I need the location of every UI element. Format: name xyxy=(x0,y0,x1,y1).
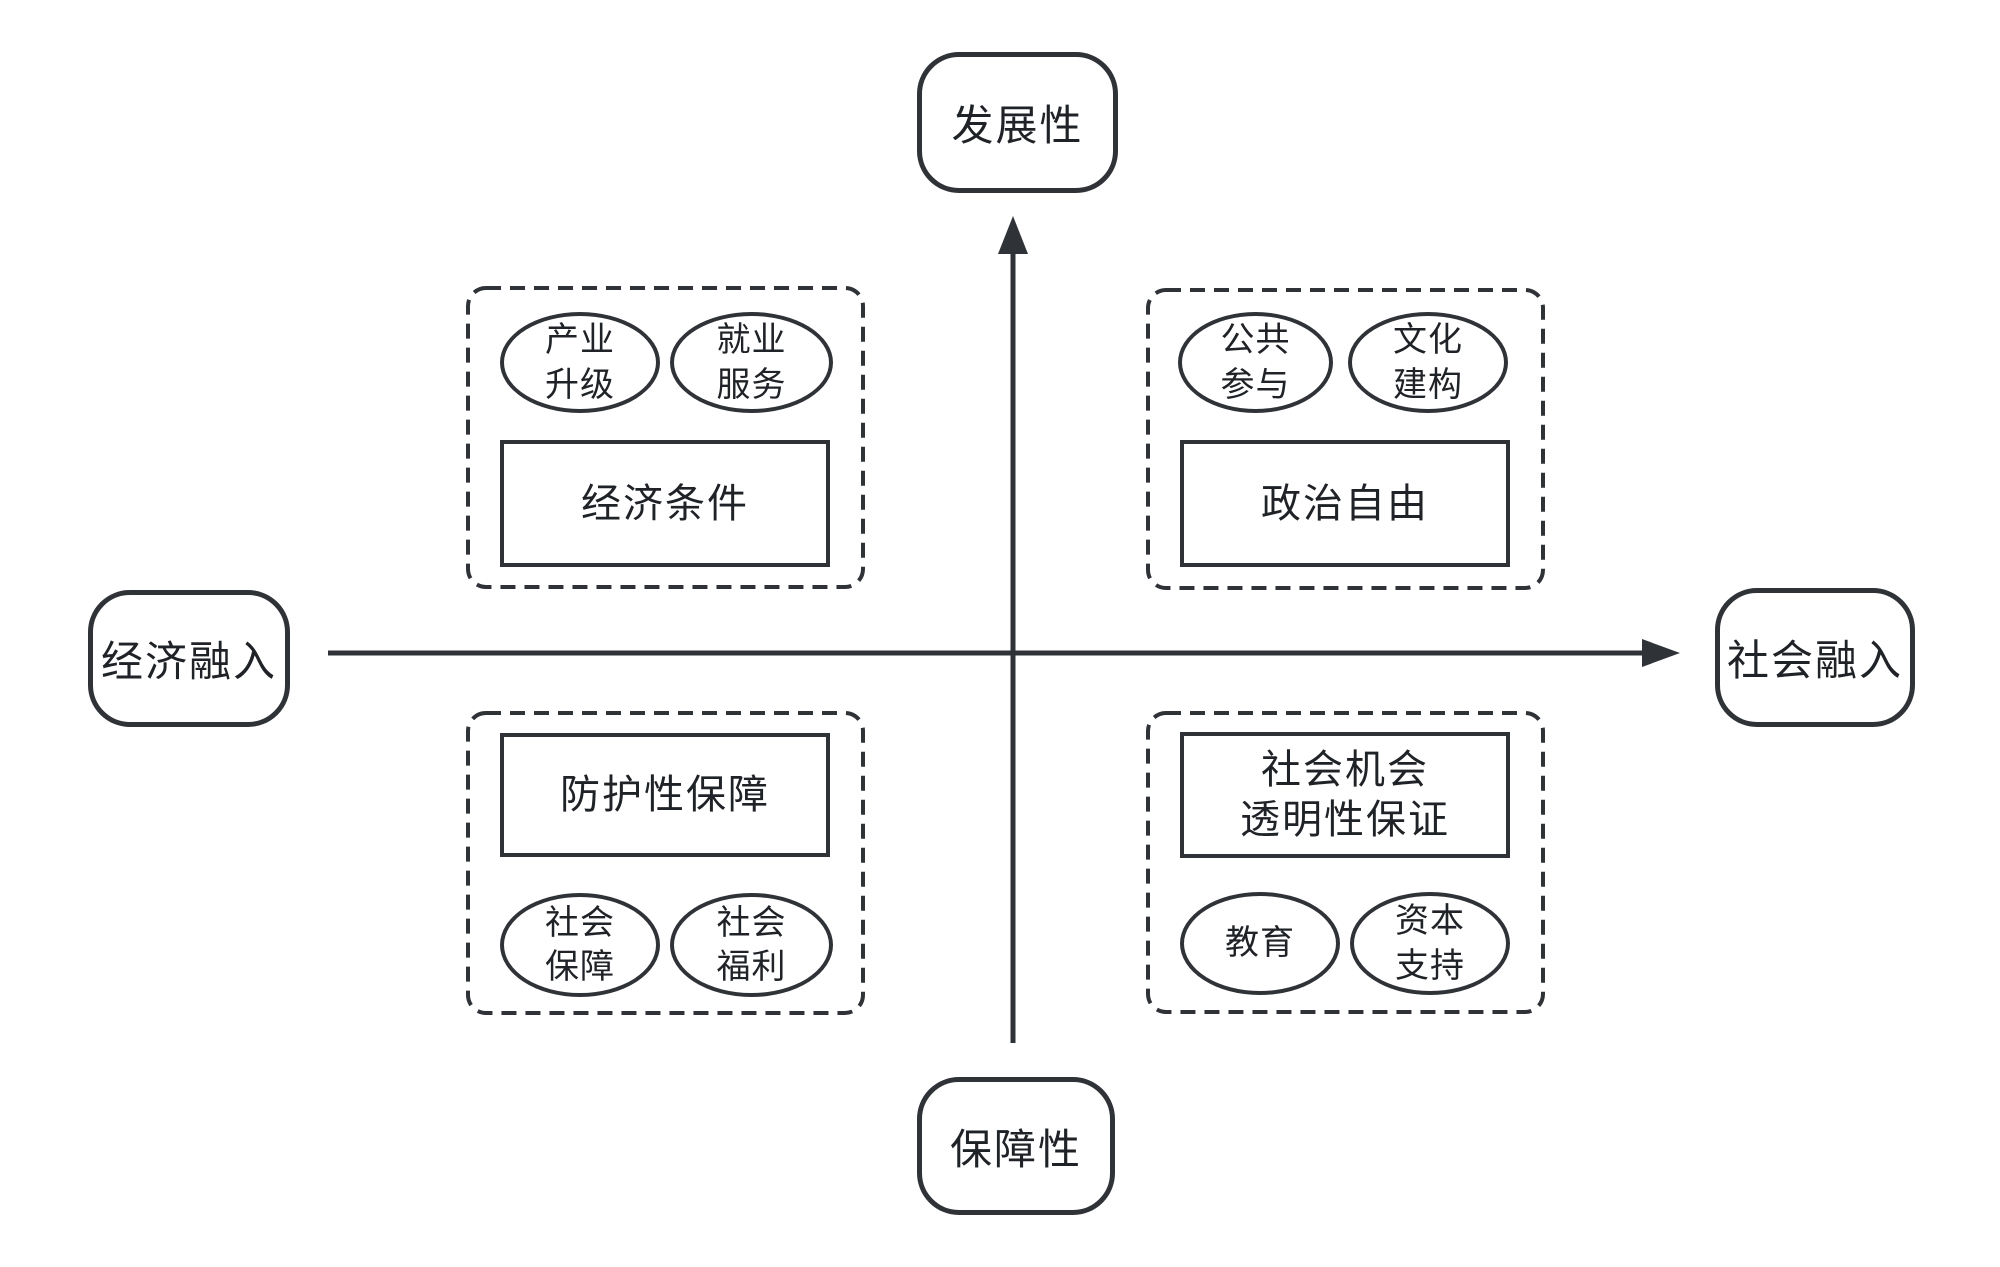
ellipse-education: 教育 xyxy=(1180,892,1340,995)
axis-label-social-integration: 社会融入 xyxy=(1715,588,1915,727)
axis-label-economic-integration: 经济融入 xyxy=(88,590,290,727)
box-protective-security: 防护性保障 xyxy=(500,733,830,857)
quadrant-frame-top-left xyxy=(466,286,865,589)
ellipse-social-welfare: 社会 福利 xyxy=(670,893,833,997)
axis-label-security: 保障性 xyxy=(917,1077,1115,1215)
ellipse-capital-support: 资本 支持 xyxy=(1350,892,1510,995)
ellipse-social-security: 社会 保障 xyxy=(500,893,660,997)
box-economic-conditions: 经济条件 xyxy=(500,440,830,567)
up-arrow-icon xyxy=(998,216,1028,254)
quadrant-frame-bottom-left xyxy=(466,711,865,1015)
ellipse-employment-service: 就业 服务 xyxy=(670,312,833,413)
box-social-opportunity-transparency: 社会机会 透明性保证 xyxy=(1180,732,1510,858)
ellipse-industry-upgrade: 产业 升级 xyxy=(500,312,660,413)
box-political-freedom: 政治自由 xyxy=(1180,440,1510,567)
ellipse-cultural-construction: 文化 建构 xyxy=(1348,312,1508,413)
ellipse-public-participation: 公共 参与 xyxy=(1178,312,1333,413)
quadrant-frame-top-right xyxy=(1146,288,1545,590)
right-arrow-icon xyxy=(1642,639,1680,667)
quadrant-frame-bottom-right xyxy=(1146,711,1545,1014)
axis-label-development: 发展性 xyxy=(917,52,1118,193)
